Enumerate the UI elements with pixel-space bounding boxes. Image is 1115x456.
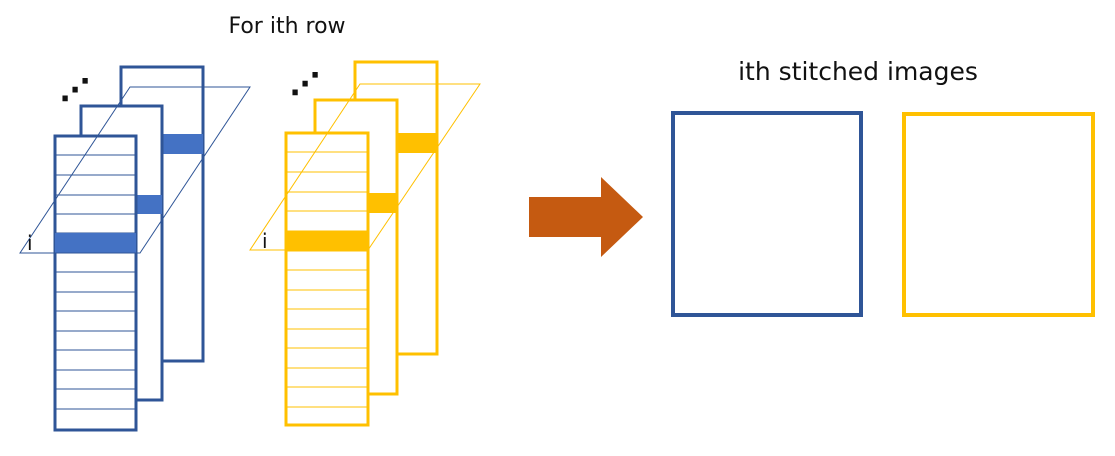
- yellow-frame-front: [284, 131, 370, 427]
- yellow-row-label: i: [262, 229, 268, 253]
- yellow-stitched-image: [902, 112, 1095, 317]
- blue-row-highlight-middle: [136, 195, 162, 214]
- diagram-title: For ith row: [228, 14, 345, 39]
- blue-row-plane: [19, 86, 251, 254]
- blue-row-highlight-front: [55, 233, 136, 253]
- right-arrow-icon: [529, 177, 643, 257]
- yellow-row-highlight-front: [286, 231, 368, 251]
- blue-stack-ellipsis: ⋰: [60, 73, 90, 108]
- blue-row-label: i: [27, 231, 33, 255]
- blue-row-highlight-back: [162, 134, 203, 154]
- yellow-stack-ellipsis: ⋰: [290, 67, 320, 102]
- yellow-row-highlight-back: [397, 133, 437, 153]
- result-title: ith stitched images: [738, 57, 978, 86]
- blue-image-stack: i ⋰: [19, 65, 251, 432]
- yellow-row-plane: [249, 83, 481, 251]
- yellow-row-highlight-middle: [367, 193, 397, 213]
- blue-stitched-image: [671, 111, 863, 317]
- blue-frame-front: [53, 134, 138, 432]
- yellow-image-stack: i ⋰: [249, 60, 481, 427]
